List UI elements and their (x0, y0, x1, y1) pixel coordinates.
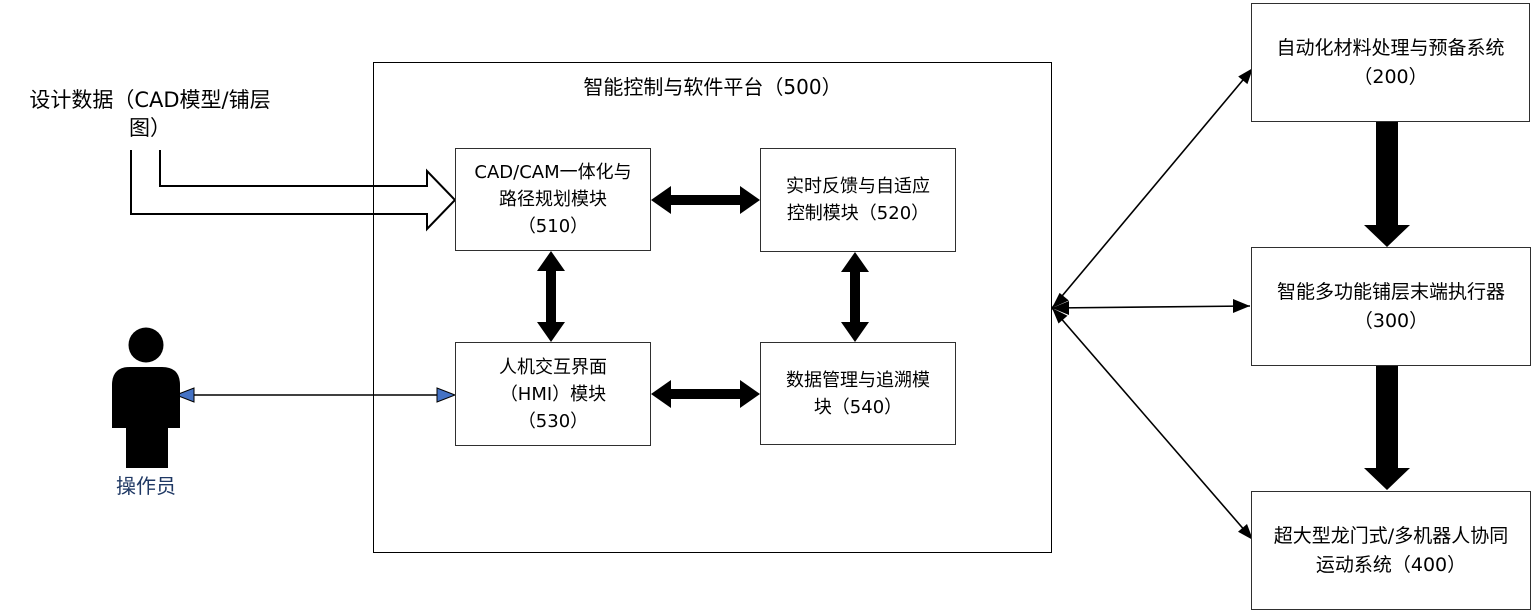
module-540-line2: 块（540） (813, 396, 903, 418)
module-520-box: 实时反馈与自适应 控制模块（520） (760, 148, 956, 252)
module-530-line1: 人机交互界面 (499, 356, 607, 378)
module-510-box: CAD/CAM一体化与 路径规划模块 （510） (455, 148, 651, 251)
system-400-line2: 运动系统（400） (1315, 553, 1467, 576)
system-200-box: 自动化材料处理与预备系统 （200） (1251, 3, 1530, 122)
module-520-line1: 实时反馈与自适应 (786, 176, 930, 197)
module-540-line1: 数据管理与追溯模 (786, 369, 930, 391)
module-530-line2: （HMI）模块 (499, 383, 607, 405)
bidirectional-arrow-520-540-icon (841, 252, 869, 342)
bidirectional-arrow-510-520-icon (651, 186, 760, 214)
module-540-box: 数据管理与追溯模 块（540） (760, 342, 956, 445)
module-510-line2: 路径规划模块 (499, 189, 607, 210)
platform-500-title: 智能控制与软件平台（500） (583, 75, 842, 99)
system-400-box: 超大型龙门式/多机器人协同 运动系统（400） (1251, 491, 1531, 610)
operator-hmi-arrow (174, 387, 457, 403)
connector-platform-300 (1051, 299, 1251, 315)
bidirectional-arrow-510-530-icon (537, 251, 565, 342)
design-data-label: 设计数据（CAD模型/铺层 图） (0, 86, 300, 142)
module-510-line3: （510） (517, 216, 589, 237)
system-400-line1: 超大型龙门式/多机器人协同 (1273, 524, 1509, 547)
operator-arrowhead-left-icon (174, 387, 195, 403)
connector-platform-200 (1051, 67, 1254, 309)
module-520-line2: 控制模块（520） (786, 203, 930, 224)
module-530-line3: （530） (517, 410, 589, 432)
design-data-arrow (130, 150, 457, 232)
bidirectional-arrow-530-540-icon (651, 380, 760, 408)
design-data-line2: 图） (129, 116, 171, 140)
operator-person-icon (112, 327, 180, 468)
module-510-line1: CAD/CAM一体化与 (474, 162, 632, 183)
system-300-box: 智能多功能铺层末端执行器 （300） (1251, 247, 1531, 366)
system-200-line2: （200） (1353, 65, 1428, 88)
system-200-line1: 自动化材料处理与预备系统 (1276, 36, 1505, 59)
operator-arrowhead-right-icon (436, 387, 457, 403)
system-300-line2: （300） (1353, 309, 1429, 332)
module-530-box: 人机交互界面 （HMI）模块 （530） (455, 342, 651, 446)
down-arrow-300-400-icon (1364, 366, 1410, 490)
system-300-line1: 智能多功能铺层末端执行器 (1276, 280, 1505, 303)
design-data-line1: 设计数据（CAD模型/铺层 (29, 88, 271, 112)
connector-platform-400 (1051, 307, 1254, 541)
operator-label: 操作员 (116, 474, 176, 498)
down-arrow-200-300-icon (1364, 122, 1410, 247)
